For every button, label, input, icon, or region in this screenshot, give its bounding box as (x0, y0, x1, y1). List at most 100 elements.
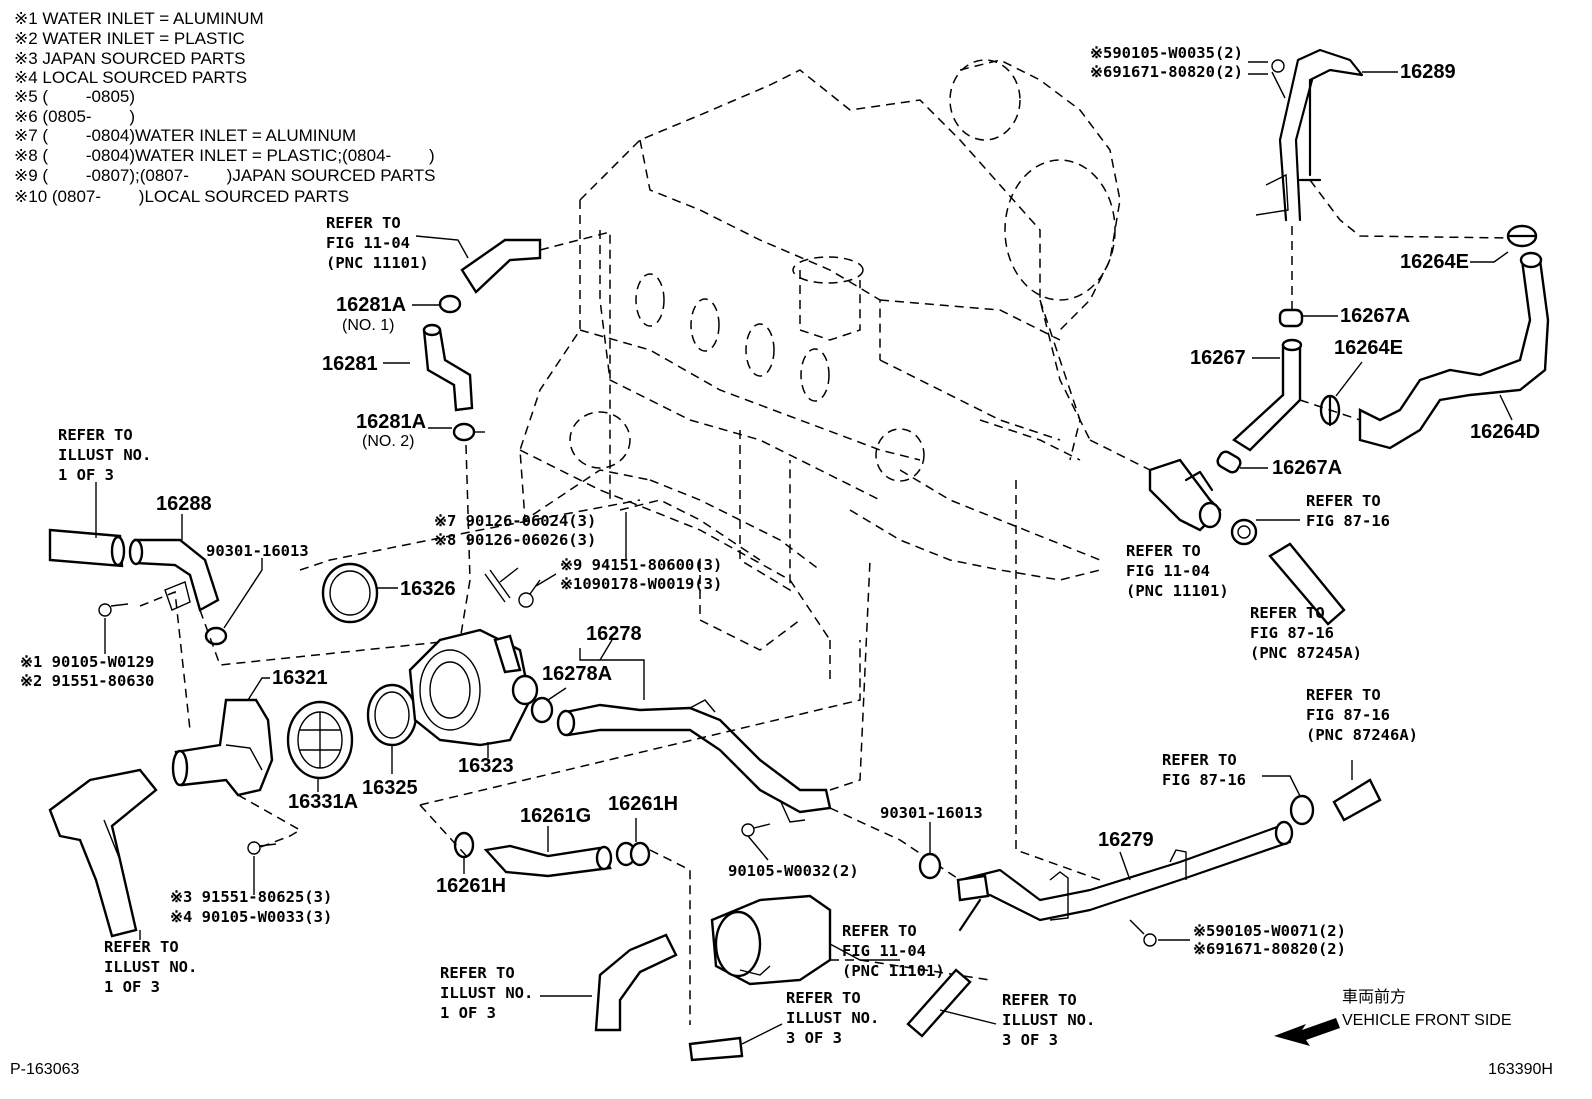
refer-to-r-fig1104-top: REFER TO FIG 11-04 (PNC 11101) (326, 214, 429, 272)
refer-to-r-fig8716-a: REFER TO FIG 87-16 (1306, 492, 1390, 530)
bolt-91551-80625[interactable] (247, 841, 277, 855)
part-16278[interactable] (556, 699, 832, 823)
part-16261h-top[interactable] (615, 841, 651, 867)
refer-line: ILLUST NO. (786, 1009, 879, 1027)
hose-fig-11-04-top[interactable] (460, 238, 542, 294)
turbo-outline (949, 59, 1121, 461)
bolt-lower-right[interactable] (1129, 919, 1157, 947)
refer-line: (PNC 11101) (1126, 582, 1229, 600)
part-16264d[interactable] (1358, 251, 1550, 450)
bolt-label-1-90105-w0129: ※1 90105-W0129 (20, 653, 154, 671)
refer-line: REFER TO (786, 989, 861, 1007)
bolt-label-4-90105-w0033: ※4 90105-W0033(3) (170, 908, 332, 926)
part-label-16325: 16325 (362, 777, 418, 799)
note-6: ※6 (0805- ) (14, 107, 135, 126)
part-label-16264d: 16264D (1470, 421, 1540, 443)
notes-block: ※1 WATER INLET = ALUMINUM ※2 WATER INLET… (14, 9, 435, 206)
part-16323[interactable] (408, 628, 539, 747)
refer-line: REFER TO (1306, 686, 1381, 704)
engine-block-outline (519, 69, 1101, 680)
bolt-90105-w0032[interactable] (741, 823, 771, 837)
part-16267a-bot[interactable] (1215, 450, 1242, 475)
part-16264e-top[interactable] (1506, 224, 1538, 248)
bottom-small-hose-a[interactable] (688, 1036, 744, 1062)
clamp-right[interactable] (1230, 518, 1258, 546)
part-label-16326: 16326 (400, 578, 456, 600)
note-1: ※1 WATER INLET = ALUMINUM (14, 9, 264, 28)
refer-line: REFER TO (1250, 604, 1325, 622)
part-16281[interactable] (422, 323, 474, 412)
part-label-16261g: 16261G (520, 805, 591, 827)
clamp-87-16-lower[interactable] (1289, 794, 1315, 826)
part-label-16267: 16267 (1190, 347, 1246, 369)
part-16331a[interactable] (286, 700, 354, 780)
part-16261g[interactable] (483, 844, 613, 878)
bolt-label-9-94151-80600: ※9 94151-80600(3) (560, 556, 722, 574)
bolt-90105-w0129[interactable] (98, 603, 129, 617)
part-label-16289: 16289 (1400, 61, 1456, 83)
bottom-hose-fig-11-04[interactable] (710, 894, 832, 986)
refer-line: ILLUST NO. (58, 446, 151, 464)
refer-line: REFER TO (440, 964, 515, 982)
part-16267[interactable] (1232, 338, 1303, 452)
note-3: ※3 JAPAN SOURCED PARTS (14, 49, 246, 68)
refer-line: FIG 87-16 (1306, 512, 1390, 530)
refer-line: REFER TO (104, 938, 179, 956)
refer-line: FIG 87-16 (1162, 771, 1246, 789)
bolt-label-90301-16013-left: 90301-16013 (206, 542, 309, 560)
refer-line: (PNC 87246A) (1306, 726, 1418, 744)
part-16321[interactable] (171, 698, 274, 797)
bolt-label-7-90126-06024: ※7 90126-06024(3) (434, 512, 596, 530)
radiator-hose-left[interactable] (48, 528, 126, 568)
part-16288[interactable] (128, 538, 220, 612)
gasket-90301-16013-left[interactable] (204, 626, 228, 646)
part-label-16267a-bot: 16267A (1272, 457, 1342, 479)
footer-left-code: P-163063 (10, 1061, 79, 1078)
note-7: ※7 ( -0804)WATER INLET = ALUMINUM (14, 126, 356, 145)
part-16267a-top[interactable] (1278, 308, 1304, 328)
bolt-label-90105-w0032: 90105-W0032(2) (728, 862, 859, 880)
refer-line: (PNC 11101) (326, 254, 429, 272)
hose-87246a-stub (1332, 778, 1382, 822)
hose-87245a-stub (1268, 542, 1346, 626)
bottom-small-hose-b[interactable] (906, 968, 972, 1038)
note-4: ※4 LOCAL SOURCED PARTS (14, 68, 247, 87)
refer-line: FIG 11-04 (326, 234, 410, 252)
refer-line: REFER TO (326, 214, 401, 232)
note-8: ※8 ( -0804)WATER INLET = PLASTIC;(0804- … (14, 146, 435, 165)
refer-line: REFER TO (1306, 492, 1381, 510)
part-16279[interactable] (956, 820, 1294, 932)
bolt-label-2-91551-80630: ※2 91551-80630 (20, 672, 154, 690)
part-label-16264e-mid: 16264E (1334, 337, 1403, 359)
part-16326[interactable] (321, 562, 379, 624)
part-16289[interactable] (1255, 48, 1511, 310)
part-16281a-1[interactable] (438, 294, 462, 314)
refer-line: FIG 11-04 (1126, 562, 1210, 580)
bolt-90126[interactable] (484, 569, 511, 603)
bolt-label-5-90105-w0035: ※590105-W0035(2) (1090, 44, 1243, 62)
part-label-16278: 16278 (586, 623, 642, 645)
footer-right-code: 163390H (1488, 1061, 1553, 1078)
part-16278a[interactable] (530, 696, 554, 724)
note-5: ※5 ( -0805) (14, 87, 135, 106)
water-outlet-fitting[interactable] (1148, 458, 1222, 532)
part-16281a-2[interactable] (452, 422, 485, 442)
refer-line: 3 OF 3 (1002, 1031, 1058, 1049)
bottom-hose-curve[interactable] (594, 933, 678, 1032)
vehicle-front-en: VEHICLE FRONT SIDE (1342, 1012, 1512, 1029)
bolt-label-10-90178-w0019: ※1090178-W0019(3) (560, 575, 722, 593)
nut-94151[interactable] (518, 579, 541, 608)
refer-line: ILLUST NO. (1002, 1011, 1095, 1029)
refer-line: ILLUST NO. (104, 958, 197, 976)
lower-left-hose[interactable] (48, 768, 158, 938)
gasket-90301-16013-right[interactable] (918, 852, 942, 880)
part-label-16267a-top: 16267A (1340, 305, 1410, 327)
part-16325[interactable] (366, 683, 418, 747)
